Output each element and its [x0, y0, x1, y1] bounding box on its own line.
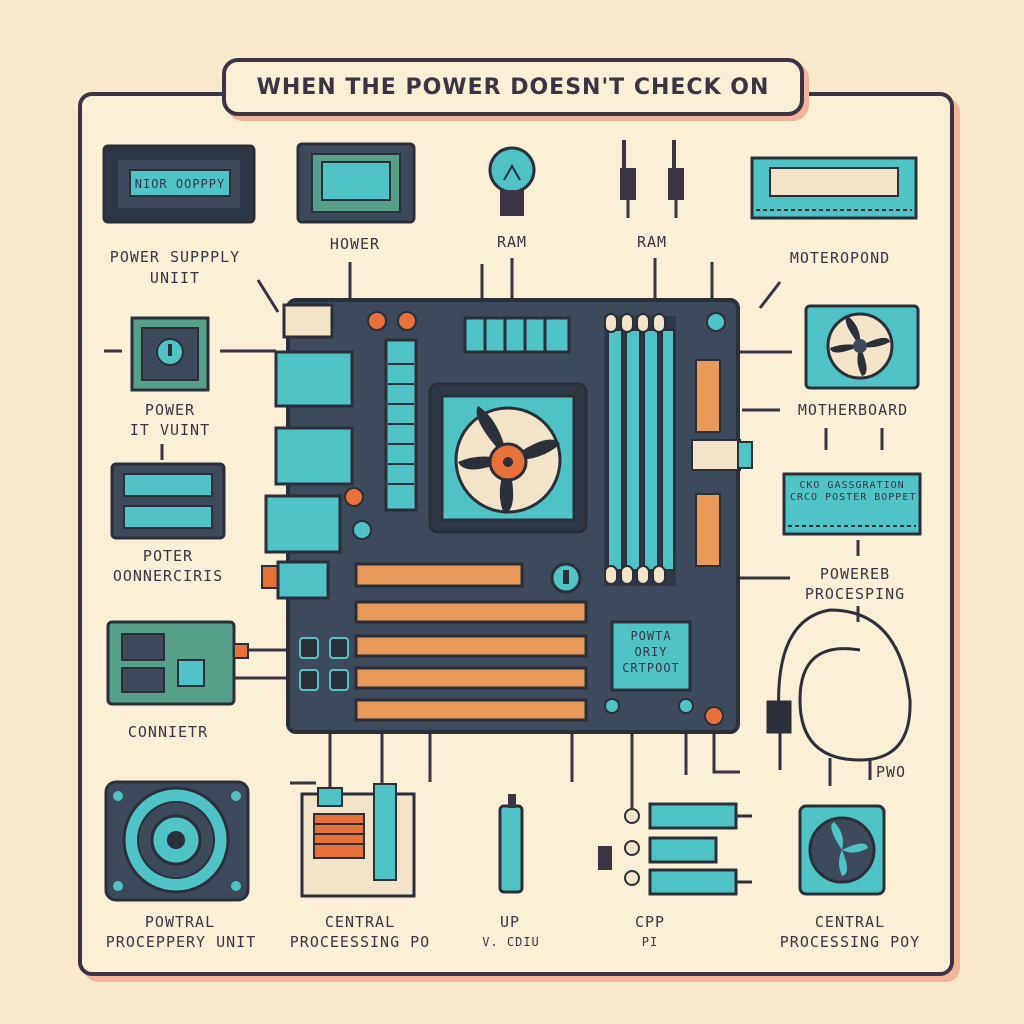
- cpp-label-line1: CPP: [634, 913, 666, 931]
- fan-icon: [804, 304, 920, 390]
- central-label-line1: CENTRAL: [814, 913, 886, 931]
- psu-label-line2: UNIIT: [149, 269, 201, 287]
- processing-label-line1: POWEREB: [819, 565, 891, 583]
- ram-stick-icon: [750, 156, 918, 220]
- cpu-module-label-line1: CENTRAL: [324, 913, 396, 931]
- chip-icon: [296, 142, 416, 224]
- ram-module-icon: [110, 462, 226, 540]
- chipset-label-1: POWTA: [630, 629, 672, 643]
- motherboard-label: MOTHERBOARD: [797, 401, 909, 419]
- fan-unit-icon: [798, 804, 886, 896]
- hower-label: HOWER: [329, 235, 381, 253]
- ram-label-1: RAM: [496, 233, 528, 251]
- psu-label-line1: POWER SUPPPLY: [109, 248, 241, 266]
- cable-label: PWO: [875, 763, 907, 781]
- psu-chip-label: NIOR OOPPPY: [134, 177, 226, 191]
- lightbulb-icon: [488, 146, 536, 216]
- ram-stick-right-icon: [782, 472, 922, 536]
- chipset-label-3: CRTPOOT: [622, 661, 680, 675]
- connectors-label-line2: OONNERCIRIS: [112, 567, 224, 585]
- cpu-socket-icon: [130, 316, 210, 392]
- cpu-fan-icon: [104, 780, 250, 902]
- usb-cable-icon: [766, 608, 912, 770]
- connectors-label-line1: POTER: [142, 547, 194, 565]
- fan-label-line2: PROCEPPERY UNIT: [105, 933, 257, 951]
- up-label-line1: UP: [499, 913, 521, 931]
- title-banner: WHEN THE POWER DOESN'T CHECK ON: [222, 58, 804, 116]
- power-label-line1: POWER: [144, 401, 196, 419]
- ram-stick-text-2: CRCO POSTER BOPPET: [790, 492, 917, 503]
- up-label-line2: V. CDIU: [482, 935, 540, 949]
- cpp-label-line2: PI: [641, 935, 659, 949]
- power-plug-icon: [620, 140, 684, 218]
- processing-label-line2: PROCESPING: [804, 585, 906, 603]
- psu-icon: [102, 144, 256, 224]
- chipset-label-2: ORIY: [634, 645, 668, 659]
- ram-stick-text-1: CKO GASSGRATION: [799, 480, 905, 491]
- cpu-module-label-line2: PROCEESSING PO: [289, 933, 431, 951]
- fan-label-line1: POWTRAL: [144, 913, 216, 931]
- usb-stick-icon: [498, 794, 524, 894]
- motherboard-top-label: MOTEROPOND: [789, 249, 891, 267]
- ram-label-2: RAM: [636, 233, 668, 251]
- cpu-module-icon: [300, 783, 416, 898]
- cable-bundle-icon: [598, 802, 752, 896]
- central-label-line2: PROCESSING POY: [779, 933, 921, 951]
- ssd-icon: [106, 620, 249, 706]
- power-label-line2: IT VUINT: [129, 421, 211, 439]
- page-title: WHEN THE POWER DOESN'T CHECK ON: [256, 74, 770, 100]
- motherboard: [261, 298, 753, 734]
- connector-label: CONNIETR: [127, 723, 209, 741]
